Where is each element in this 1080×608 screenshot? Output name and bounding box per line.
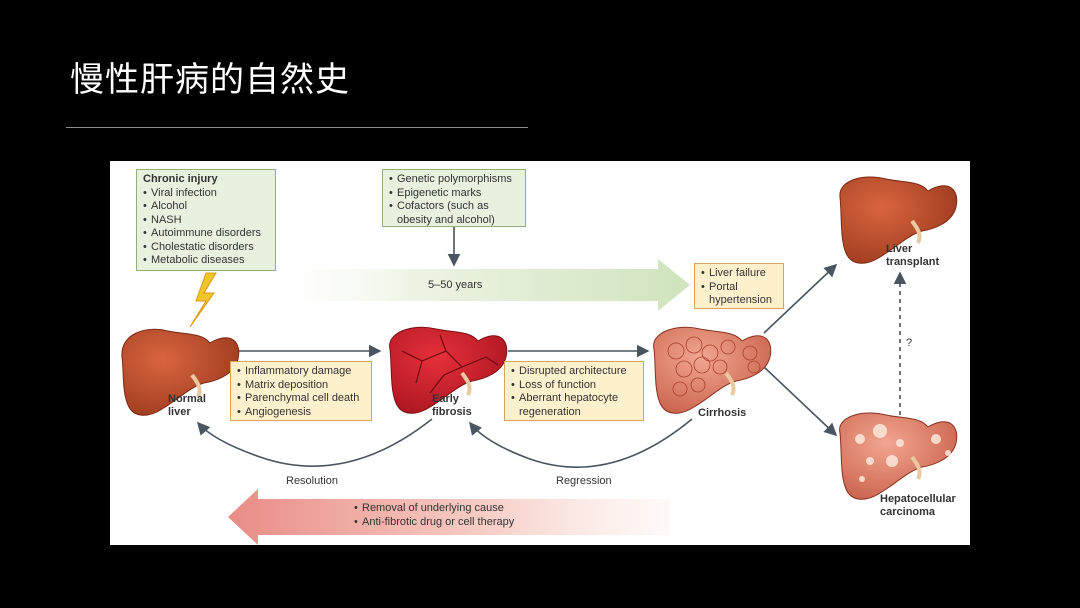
transplant-arrow xyxy=(763,263,838,334)
title-divider xyxy=(66,127,528,128)
early-fibrosis-label-line1: Early xyxy=(432,393,459,405)
complication-item-continued: hypertension xyxy=(709,294,772,306)
therapy-item: Anti-fibrotic drug or cell therapy xyxy=(354,516,594,530)
complication-item: Portal xyxy=(701,281,777,295)
transplant-label-line2: transplant xyxy=(886,256,940,268)
normal-liver-label-line2: liver xyxy=(168,406,191,418)
question-mark-label: ? xyxy=(906,337,913,349)
driver-item: Matrix deposition xyxy=(237,379,365,393)
injury-item: Cholestatic disorders xyxy=(143,241,269,255)
lightning-icon xyxy=(189,272,217,328)
chronic-injury-heading: Chronic injury xyxy=(143,173,218,185)
regression-label: Regression xyxy=(556,475,612,487)
early-fibrosis-label-line2: fibrosis xyxy=(432,406,472,418)
injury-item: NASH xyxy=(143,214,269,228)
injury-item: Viral infection xyxy=(143,187,269,201)
feature-item: Aberrant hepatocyte xyxy=(511,392,637,406)
transplant-liver-illustration xyxy=(839,176,958,264)
cirrhosis-features-box: Disrupted architecture Loss of function … xyxy=(504,361,644,421)
early-fibrosis-illustration xyxy=(389,326,508,414)
injury-item: Autoimmune disorders xyxy=(143,227,269,241)
regression-arrow xyxy=(468,418,693,468)
hcc-label-line2: carcinoma xyxy=(880,506,936,518)
resolution-arrow xyxy=(196,418,433,467)
transplant-label: Liver transplant xyxy=(886,243,939,269)
injury-item: Metabolic diseases xyxy=(143,254,269,268)
normal-liver-label: Normal liver xyxy=(168,393,206,419)
fibrosis-drivers-box: Inflammatory damage Matrix deposition Pa… xyxy=(230,361,372,421)
chronic-injury-box: Chronic injury Viral infection Alcohol N… xyxy=(136,169,276,271)
modifier-item-continued: obesity and alcohol) xyxy=(397,213,495,226)
cirrhosis-label: Cirrhosis xyxy=(698,407,747,419)
modifier-item: Epigenetic marks xyxy=(389,187,519,201)
modifier-item: Genetic polymorphisms xyxy=(389,173,519,187)
hcc-label-line1: Hepatocellular xyxy=(880,493,956,505)
therapy-item: Removal of underlying cause xyxy=(354,502,594,516)
hcc-label: Hepatocellular carcinoma xyxy=(880,493,956,519)
transplant-label-line1: Liver xyxy=(886,243,913,255)
feature-item: Loss of function xyxy=(511,379,637,393)
complication-item: Liver failure xyxy=(701,267,777,281)
normal-liver-label-line1: Normal xyxy=(168,393,206,405)
injury-item: Alcohol xyxy=(143,200,269,214)
driver-item: Inflammatory damage xyxy=(237,365,365,379)
modifier-item: Cofactors (such as xyxy=(389,200,519,214)
feature-item: Disrupted architecture xyxy=(511,365,637,379)
driver-item: Parenchymal cell death xyxy=(237,392,365,406)
modifiers-box: Genetic polymorphisms Epigenetic marks C… xyxy=(382,169,526,227)
therapy-text: Removal of underlying cause Anti-fibroti… xyxy=(354,502,594,529)
timeline-label: 5–50 years xyxy=(428,279,483,291)
cirrhosis-illustration xyxy=(653,326,772,414)
liver-disease-diagram: Chronic injury Viral infection Alcohol N… xyxy=(110,161,970,545)
timeline-arrow xyxy=(260,259,690,311)
normal-liver-illustration xyxy=(121,328,240,416)
slide-title: 慢性肝病的自然史 xyxy=(70,60,350,100)
driver-item: Angiogenesis xyxy=(237,406,365,420)
hcc-liver-illustration xyxy=(839,412,958,500)
hcc-arrow xyxy=(763,366,838,437)
early-fibrosis-label: Early fibrosis xyxy=(432,393,472,419)
feature-item-continued: regeneration xyxy=(519,405,581,418)
resolution-label: Resolution xyxy=(286,475,338,487)
complications-box: Liver failure Portal hypertension xyxy=(694,263,784,309)
